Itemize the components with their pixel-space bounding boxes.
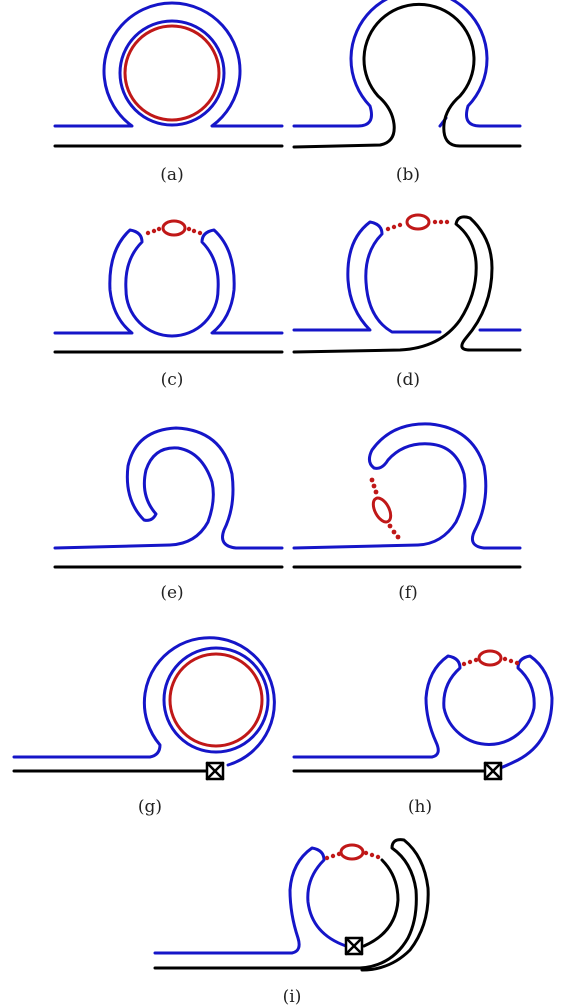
panel-label-c: (c) bbox=[161, 370, 184, 390]
panel-i: (i) bbox=[153, 838, 430, 1006]
red-ellipse bbox=[405, 213, 431, 231]
blue-spiral-strand bbox=[53, 426, 284, 550]
panel-b: (b) bbox=[292, 0, 522, 185]
blue-hook-strand bbox=[292, 422, 522, 550]
panel-label-f: (f) bbox=[398, 583, 418, 603]
panel-g: (g) bbox=[12, 636, 276, 817]
blue-loop-strand bbox=[12, 636, 276, 767]
blue-open-loop bbox=[53, 228, 284, 338]
crossed-box-marker bbox=[205, 761, 225, 781]
panel-label-i: (i) bbox=[283, 987, 302, 1006]
black-strand bbox=[292, 215, 522, 354]
red-loop bbox=[168, 652, 264, 748]
red-ellipse bbox=[371, 496, 393, 524]
panel-d: (d) bbox=[292, 213, 522, 390]
red-dotted-link bbox=[324, 850, 381, 861]
red-dotted-link bbox=[461, 656, 520, 667]
red-dotted-link bbox=[145, 226, 203, 236]
panel-c: (c) bbox=[53, 219, 284, 390]
crossed-box-marker bbox=[344, 936, 364, 956]
panel-label-h: (h) bbox=[408, 797, 432, 817]
inner-blue-circle bbox=[162, 646, 270, 754]
black-strand bbox=[292, 2, 522, 149]
red-ellipse bbox=[477, 649, 503, 667]
crossed-box-marker bbox=[483, 761, 503, 781]
blue-strand-left bbox=[292, 0, 522, 128]
red-loop bbox=[123, 24, 221, 122]
black-strand bbox=[153, 838, 430, 972]
red-dotted-link bbox=[385, 219, 450, 232]
panel-a: (a) bbox=[53, 1, 284, 185]
panel-label-e: (e) bbox=[160, 583, 183, 603]
blue-strand bbox=[292, 220, 442, 334]
red-ellipse bbox=[161, 219, 187, 237]
black-inner-arc bbox=[362, 858, 400, 948]
blue-loop-strand bbox=[53, 1, 284, 128]
panel-label-a: (a) bbox=[160, 165, 183, 185]
panel-label-d: (d) bbox=[396, 370, 420, 390]
red-ellipse bbox=[339, 843, 365, 861]
blue-open-loop bbox=[292, 654, 554, 770]
panel-label-b: (b) bbox=[396, 165, 420, 185]
panel-e: (e) bbox=[53, 426, 284, 603]
panel-label-g: (g) bbox=[138, 797, 162, 817]
inner-blue-circle bbox=[118, 19, 226, 127]
panel-h: (h) bbox=[292, 649, 554, 817]
blue-strand bbox=[153, 846, 348, 955]
red-dotted-link bbox=[369, 477, 401, 540]
panel-f: (f) bbox=[292, 422, 522, 603]
